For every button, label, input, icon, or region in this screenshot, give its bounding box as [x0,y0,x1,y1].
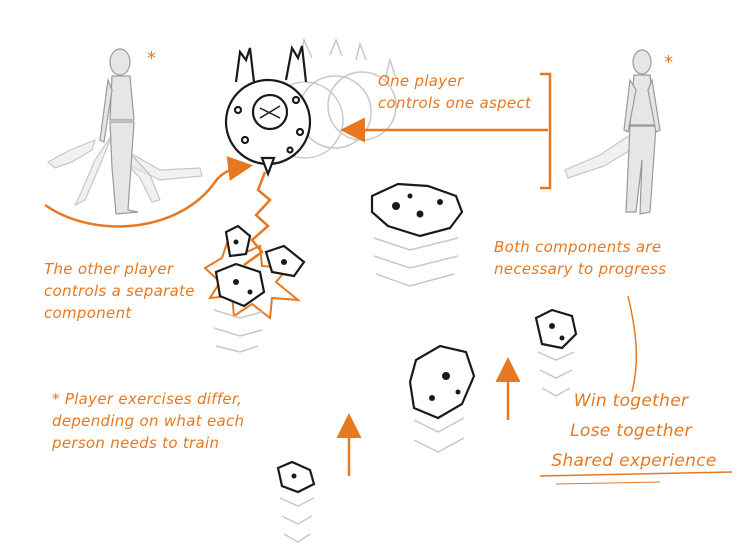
note-shared-experience: Shared experience [551,451,717,471]
arrow-icon [44,156,253,228]
female-figure-icon [564,49,661,215]
asteroid-icon [534,308,578,350]
note-one-player: One player controls one aspect [378,72,532,112]
asterisk-icon: * [147,48,156,69]
asterisk-icon: * [664,52,673,73]
note-both-components: Both components are necessary to progres… [494,238,667,278]
spaceship-icon [224,44,312,178]
note-exercises: * Player exercises differ, depending on … [52,390,245,452]
asteroid-icon [408,344,476,420]
male-figure-icon [46,48,203,215]
asteroid-icon [370,182,464,238]
note-other-player: The other player controls a separate com… [44,260,195,322]
note-win-together: Win together [573,391,689,411]
note-lose-together: Lose together [570,421,692,441]
